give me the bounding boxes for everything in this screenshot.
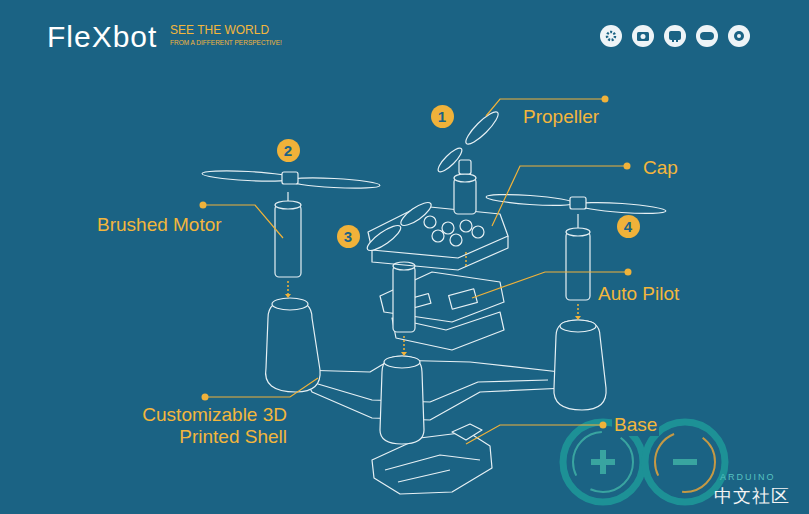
leader-dots bbox=[200, 96, 632, 429]
callout-number: 2 bbox=[277, 139, 300, 162]
watermark: 中文社区 bbox=[714, 486, 790, 507]
callout-number: 1 bbox=[431, 105, 454, 128]
part-label: Propeller bbox=[523, 106, 599, 128]
logo: FleXbot bbox=[47, 20, 157, 54]
part-label: Base bbox=[612, 414, 659, 436]
callout-text: 1 bbox=[438, 109, 446, 124]
menu-icons bbox=[600, 25, 750, 47]
part-label: Cap bbox=[643, 157, 678, 179]
part-label: Customizable 3D Printed Shell bbox=[112, 404, 287, 448]
callout-number: 3 bbox=[337, 225, 360, 248]
callout-number: 4 bbox=[617, 215, 640, 238]
tagline-sub: FROM A DIFFERENT PERSPECTIVE! bbox=[170, 39, 282, 47]
callout-text: 2 bbox=[284, 143, 292, 158]
watermark: ARDUINO bbox=[720, 472, 776, 483]
assembly-arrows bbox=[285, 252, 581, 356]
part-label: Auto Pilot bbox=[598, 283, 679, 305]
part-label: Brushed Motor bbox=[97, 214, 222, 236]
callout-text: 4 bbox=[624, 219, 632, 234]
callout-text: 3 bbox=[344, 229, 352, 244]
leader-lines bbox=[203, 99, 628, 444]
tagline: SEE THE WORLD bbox=[170, 23, 269, 37]
